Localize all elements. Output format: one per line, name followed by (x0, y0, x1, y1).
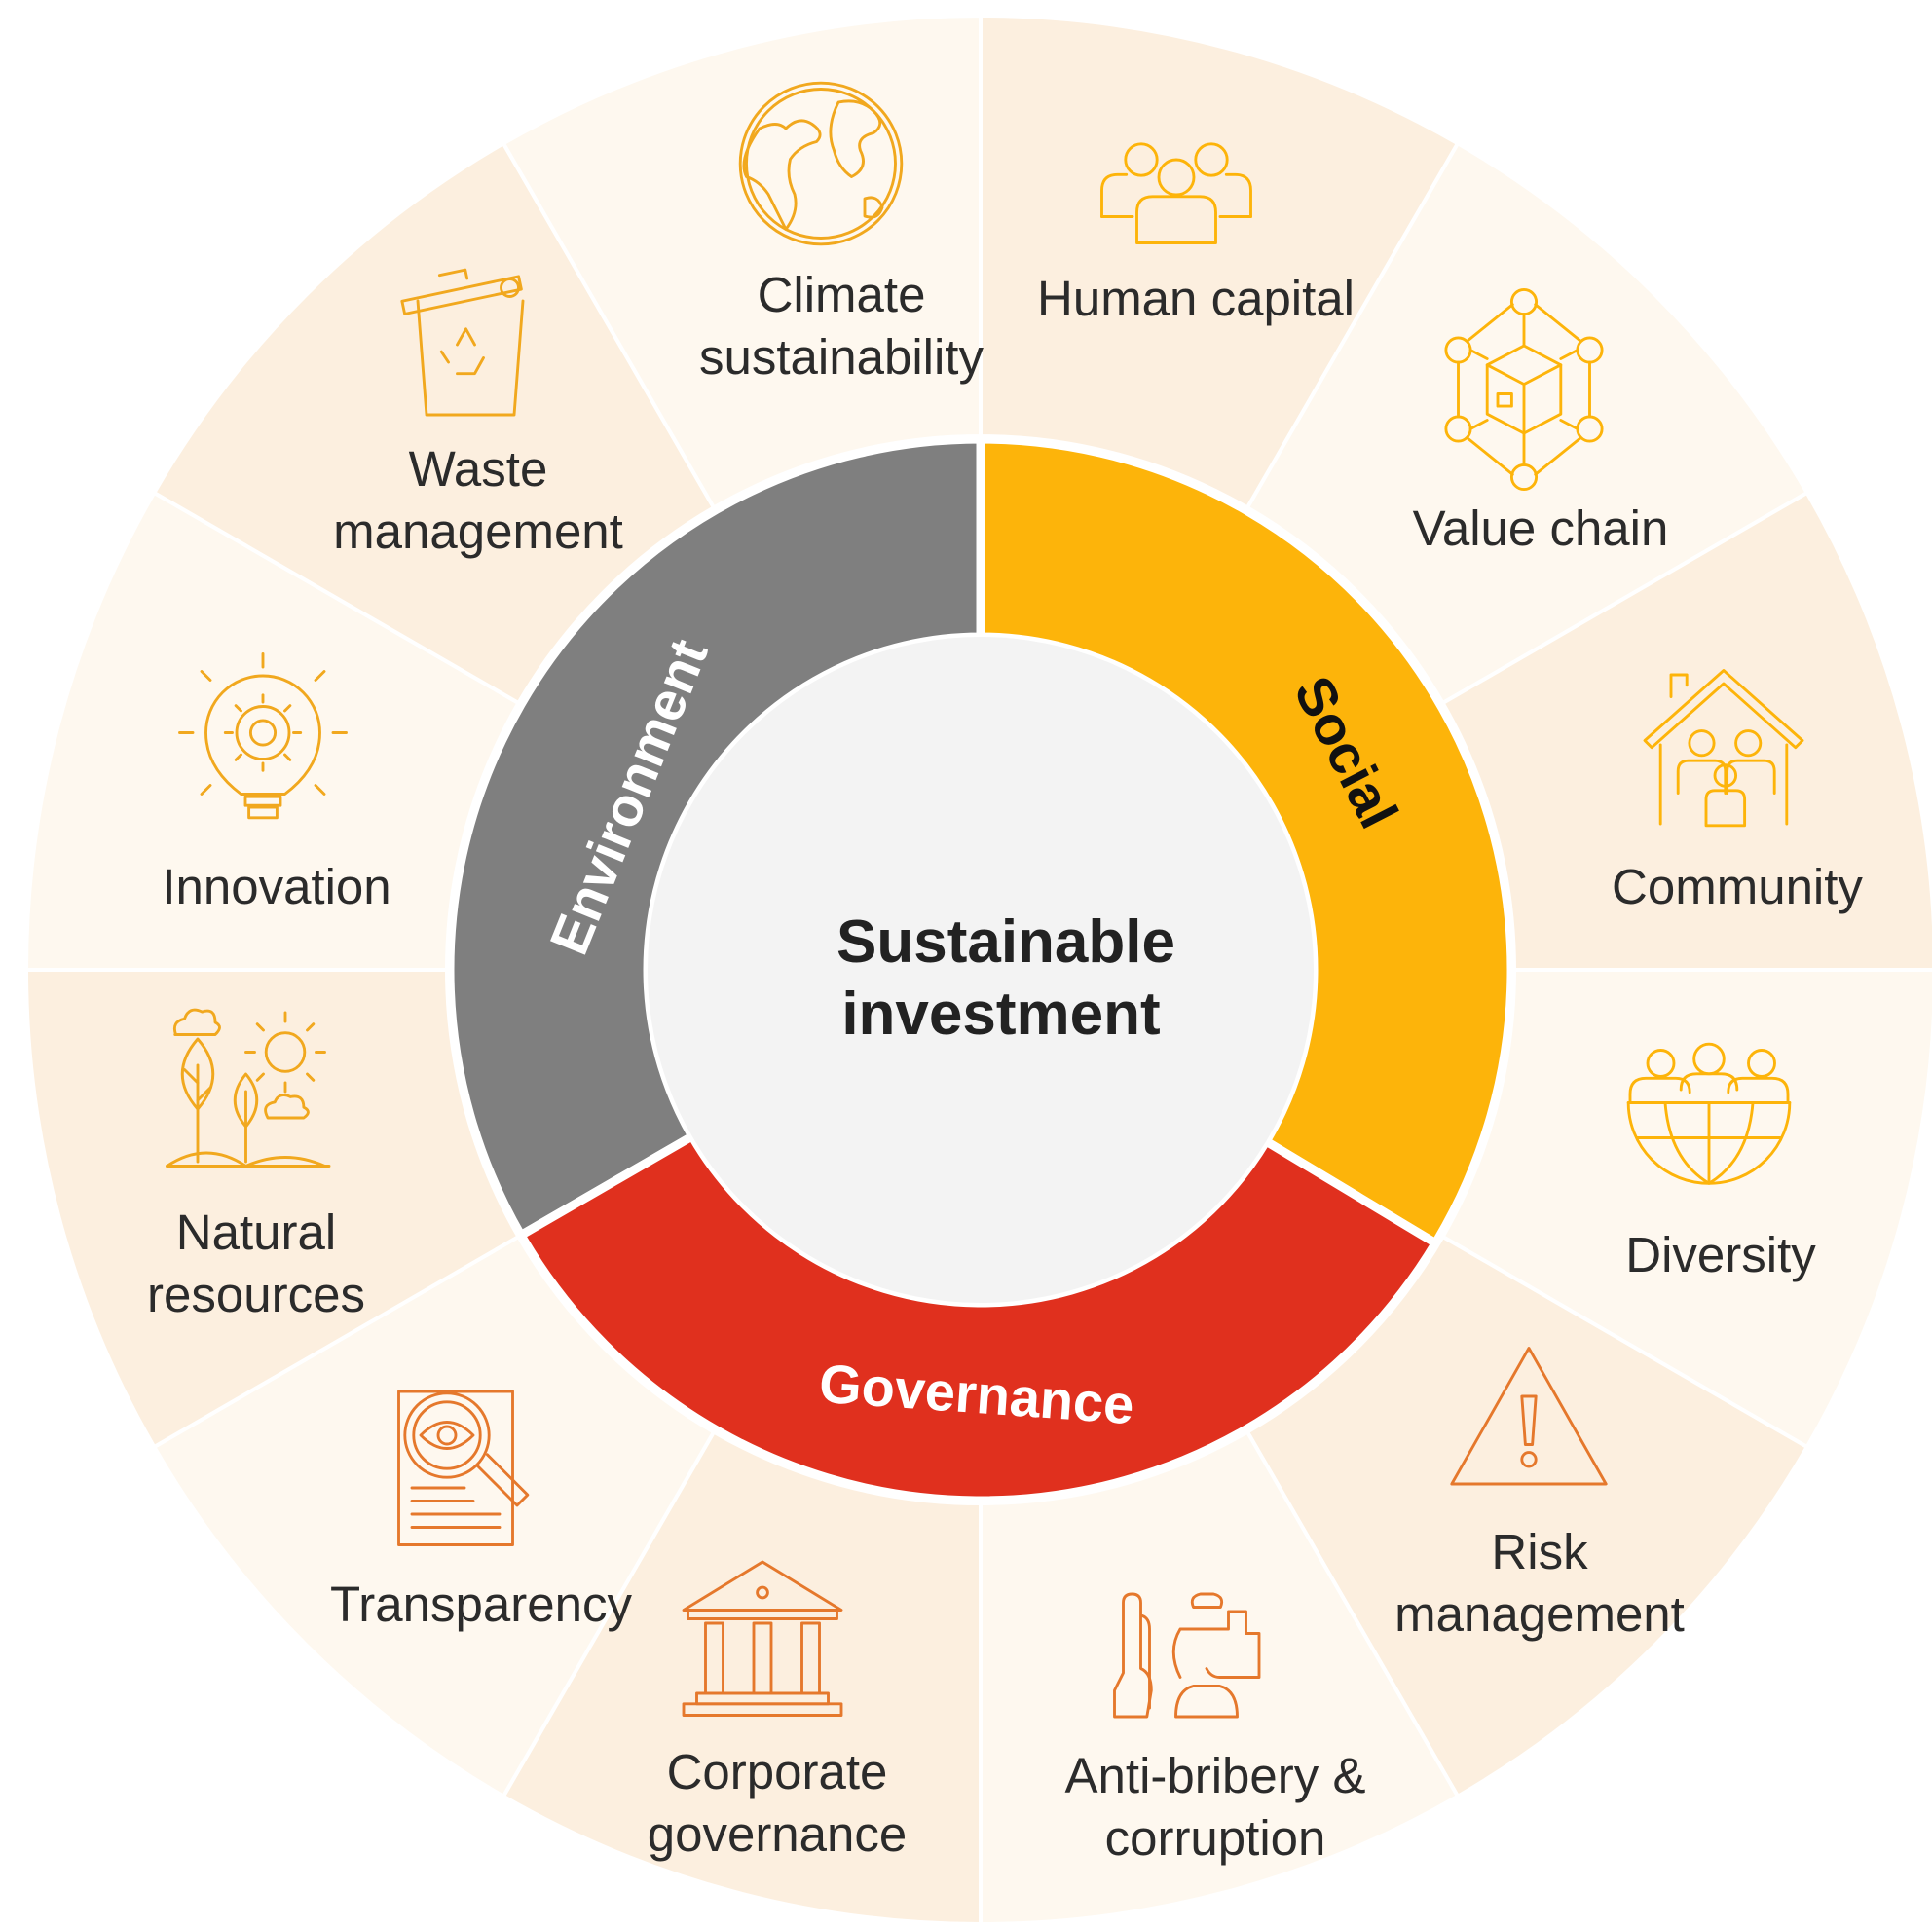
segment-label-human-capital-line-1: Human capital (1037, 271, 1355, 326)
segment-label-anti-bribery-corruption-line-1: Anti-bribery & (1065, 1748, 1366, 1803)
refuse-bribe-hands-icon (1113, 1592, 1261, 1719)
segment-label-corporate-governance-line-1: Corporate (667, 1744, 888, 1799)
network-box-icon (1444, 287, 1604, 492)
segment-label-diversity-line-1: Diversity (1625, 1227, 1816, 1282)
recycle-bin-icon (400, 268, 525, 417)
trees-sun-icon (166, 1008, 331, 1168)
warning-triangle-icon (1450, 1347, 1608, 1486)
segment-label-risk-management-line-1: Risk (1491, 1524, 1588, 1579)
segment-label-natural-resources-line-1: Natural (176, 1205, 336, 1260)
segment-label-corporate-governance-line-2: governance (648, 1806, 908, 1862)
center-title-line-2: investment (841, 981, 1160, 1048)
house-family-icon (1643, 669, 1804, 828)
segment-label-transparency-line-1: Transparency (330, 1576, 632, 1632)
center-disc (648, 637, 1314, 1303)
segment-label-innovation-line-1: Innovation (162, 859, 390, 914)
segment-label-community-line-1: Community (1612, 859, 1863, 914)
segment-label-climate-sustainability-line-2: sustainability (699, 329, 984, 385)
segment-label-climate-sustainability-line-1: Climate (758, 267, 926, 322)
segment-label-natural-resources-line-2: resources (147, 1267, 365, 1322)
segment-label-waste-management-line-1: Waste (409, 441, 548, 497)
segment-label-value-chain-line-1: Value chain (1413, 501, 1669, 556)
segment-label-risk-management-line-2: management (1394, 1586, 1685, 1642)
segment-label-anti-bribery-corruption-line-2: corruption (1105, 1810, 1326, 1866)
institution-building-icon (682, 1560, 843, 1717)
segment-icons (166, 81, 1804, 1719)
center-title-line-1: Sustainable (836, 908, 1175, 976)
magnifier-eye-document-icon (397, 1390, 530, 1546)
lightbulb-gear-icon (178, 652, 348, 820)
people-icon (1100, 142, 1252, 244)
segment-label-waste-management-line-2: management (333, 503, 623, 559)
globe-people-icon (1626, 1042, 1792, 1185)
earth-globe-icon (738, 81, 904, 246)
